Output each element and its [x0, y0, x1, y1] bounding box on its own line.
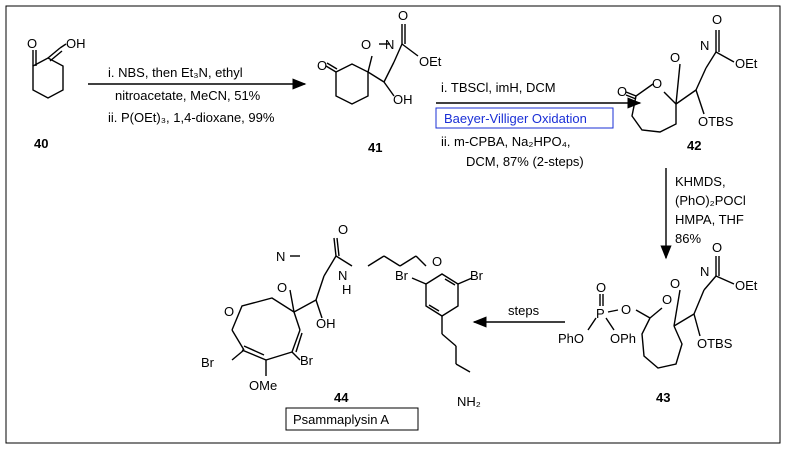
compound-41-structure: O O N O OEt OH: [317, 8, 442, 107]
compound-label-44: 44: [334, 390, 349, 405]
atom-otbs: OTBS: [697, 336, 733, 351]
step1-line3: ii. P(OEt)₃, 1,4-dioxane, 99%: [108, 110, 275, 125]
atom-ome: OMe: [249, 378, 277, 393]
atom-nh2: NH₂: [457, 394, 481, 409]
step3-line3: HMPA, THF: [675, 212, 744, 227]
atom-oh: OH: [393, 92, 413, 107]
atom-br: Br: [395, 268, 409, 283]
compound-label-40: 40: [34, 136, 48, 151]
atom-o: O: [317, 58, 327, 73]
atom-otbs: OTBS: [698, 114, 734, 129]
atom-o: O: [361, 37, 371, 52]
atom-oet: OEt: [419, 54, 442, 69]
compound-44-structure: O N O O OH N H O Br Br Br Br OMe NH₂: [201, 222, 484, 409]
step2-line3: ii. m-CPBA, Na₂HPO₄,: [441, 134, 571, 149]
atom-o: O: [398, 8, 408, 23]
atom-o: O: [712, 12, 722, 27]
atom-o: O: [277, 280, 287, 295]
step1-line1: i. NBS, then Et₃N, ethyl: [108, 65, 243, 80]
atom-oet: OEt: [735, 278, 758, 293]
atom-pho: PhO: [558, 331, 584, 346]
compound-40-structure: O OH: [27, 36, 86, 99]
atom-o: O: [27, 36, 37, 51]
atom-oh: OH: [66, 36, 86, 51]
atom-o: O: [617, 84, 627, 99]
psammaplysin-box: [285, 407, 419, 431]
baeyer-villiger-label: Baeyer-Villiger Oxidation: [444, 111, 587, 126]
compound-label-41: 41: [368, 140, 382, 155]
atom-o: O: [621, 302, 631, 317]
atom-oh: OH: [316, 316, 336, 331]
atom-o: O: [670, 276, 680, 291]
atom-n: N: [700, 264, 709, 279]
step3-line4: 86%: [675, 231, 701, 246]
step1-line2: nitroacetate, MeCN, 51%: [115, 88, 261, 103]
step3-line2: (PhO)₂POCl: [675, 193, 746, 208]
compound-42-structure: O O O N O OEt OTBS: [617, 12, 758, 133]
atom-o: O: [670, 50, 680, 65]
atom-n: N: [338, 268, 347, 283]
atom-h: H: [342, 282, 351, 297]
step2-line4: DCM, 87% (2-steps): [466, 154, 584, 169]
step4-label: steps: [508, 303, 540, 318]
atom-o: O: [224, 304, 234, 319]
atom-oph: OPh: [610, 331, 636, 346]
compound-43-structure: O P O PhO OPh O O N O OEt OTBS: [558, 240, 758, 369]
atom-o: O: [662, 292, 672, 307]
atom-n: N: [385, 37, 394, 52]
atom-o: O: [652, 76, 662, 91]
atom-br: Br: [300, 353, 314, 368]
step2-line1: i. TBSCl, imH, DCM: [441, 80, 556, 95]
atom-o: O: [596, 280, 606, 295]
compound-label-43: 43: [656, 390, 670, 405]
atom-n: N: [276, 249, 285, 264]
atom-br: Br: [201, 355, 215, 370]
atom-p: P: [596, 306, 605, 321]
atom-o: O: [712, 240, 722, 255]
atom-o: O: [338, 222, 348, 237]
atom-o: O: [432, 254, 442, 269]
natural-product-name: Psammaplysin A: [293, 412, 389, 427]
baeyer-villiger-box: [435, 107, 614, 129]
compound-label-42: 42: [687, 138, 701, 153]
step3-line1: KHMDS,: [675, 174, 726, 189]
atom-n: N: [700, 38, 709, 53]
atom-br: Br: [470, 268, 484, 283]
atom-oet: OEt: [735, 56, 758, 71]
scheme-frame: [5, 5, 781, 444]
